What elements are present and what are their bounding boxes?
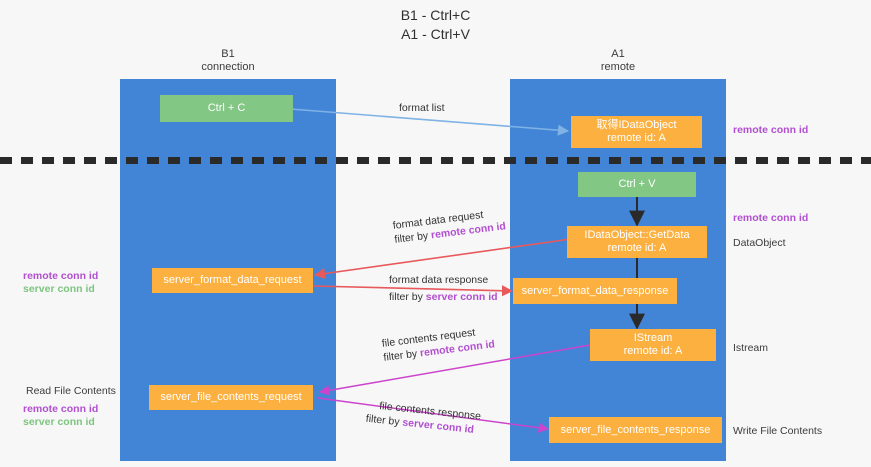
node-server-format-data-response[interactable]: server_format_data_response [513, 278, 677, 304]
diagram-title-line-2: A1 - Ctrl+V [401, 26, 470, 42]
side-label-left-remote-conn-id-bottom: remote conn id [23, 403, 99, 415]
column-header-a1: A1 remote [510, 48, 726, 74]
edge-label-filter-key-server-conn-id: server conn id [425, 291, 498, 303]
column-header-a1-subtitle: remote [600, 61, 636, 73]
side-label-left-remote-conn-id-mid: remote conn id [23, 270, 99, 282]
node-ctrl-v-label: Ctrl + V [618, 178, 656, 190]
node-server-file-contents-request-label: server_file_contents_request [160, 391, 302, 403]
node-idataobject-getdata-sublabel: remote id: A [607, 242, 667, 254]
edge-label-format-data-response-text: format data response [389, 274, 489, 286]
edge-format-list [277, 107, 570, 136]
node-server-file-contents-response[interactable]: server_file_contents_response [549, 417, 722, 443]
side-label-left-read-file-contents: Read File Contents [26, 385, 116, 397]
edge-file-contents-response [317, 397, 550, 433]
node-idataobject-getdata[interactable]: IDataObject::GetData remote id: A [567, 226, 707, 258]
node-get-idataobject-label: 取得IDataObject [596, 119, 677, 131]
node-server-file-contents-response-label: server_file_contents_response [560, 423, 711, 436]
node-istream-label: IStream [633, 332, 673, 344]
diagram-title: B1 - Ctrl+C A1 - Ctrl+V [0, 6, 871, 44]
side-label-right-istream: Istream [733, 342, 769, 354]
node-ctrl-v[interactable]: Ctrl + V [578, 172, 696, 197]
phase-divider [0, 157, 871, 164]
node-istream[interactable]: IStream remote id: A [590, 329, 716, 361]
edge-file-contents-request [318, 344, 591, 396]
node-server-format-data-response-label: server_format_data_response [521, 284, 669, 297]
node-get-idataobject-sublabel: remote id: A [607, 132, 666, 144]
edge-label-format-list-text: format list [399, 102, 445, 114]
edge-label-format-data-response: format data response filter by server co… [389, 273, 498, 304]
node-server-format-data-request-label: server_format_data_request [163, 274, 302, 286]
edge-format-data-request [313, 237, 579, 280]
node-server-file-contents-request[interactable]: server_file_contents_request [149, 385, 313, 410]
edge-label-filter-prefix-4: filter by [365, 412, 404, 429]
node-server-format-data-request[interactable]: server_format_data_request [152, 268, 313, 293]
side-label-right-write-file-contents: Write File Contents [733, 425, 823, 437]
column-header-b1-subtitle: connection [201, 61, 255, 73]
side-label-right-dataobject: DataObject [733, 237, 786, 249]
side-label-left-server-conn-id-mid: server conn id [23, 283, 95, 295]
node-istream-sublabel: remote id: A [623, 345, 683, 357]
node-idataobject-getdata-label: IDataObject::GetData [584, 229, 690, 241]
side-label-right-remote-conn-id-top: remote conn id [733, 124, 809, 136]
side-label-right-remote-conn-id-mid: remote conn id [733, 212, 809, 224]
column-header-a1-title: A1 [611, 48, 625, 60]
column-header-b1-title: B1 [221, 48, 235, 60]
side-label-left-server-conn-id-bottom: server conn id [23, 416, 95, 428]
edge-label-format-data-response-filter: filter by server conn id [389, 290, 498, 304]
node-get-idataobject[interactable]: 取得IDataObject remote id: A [571, 116, 702, 148]
edge-format-data-response [312, 285, 514, 297]
edge-label-filter-prefix-2: filter by [389, 291, 426, 303]
node-ctrl-c-label: Ctrl + C [207, 102, 246, 114]
column-header-b1: B1 connection [120, 48, 336, 74]
edge-label-format-list: format list [399, 101, 445, 115]
node-ctrl-c[interactable]: Ctrl + C [160, 95, 293, 122]
diagram-title-line-1: B1 - Ctrl+C [400, 7, 471, 23]
